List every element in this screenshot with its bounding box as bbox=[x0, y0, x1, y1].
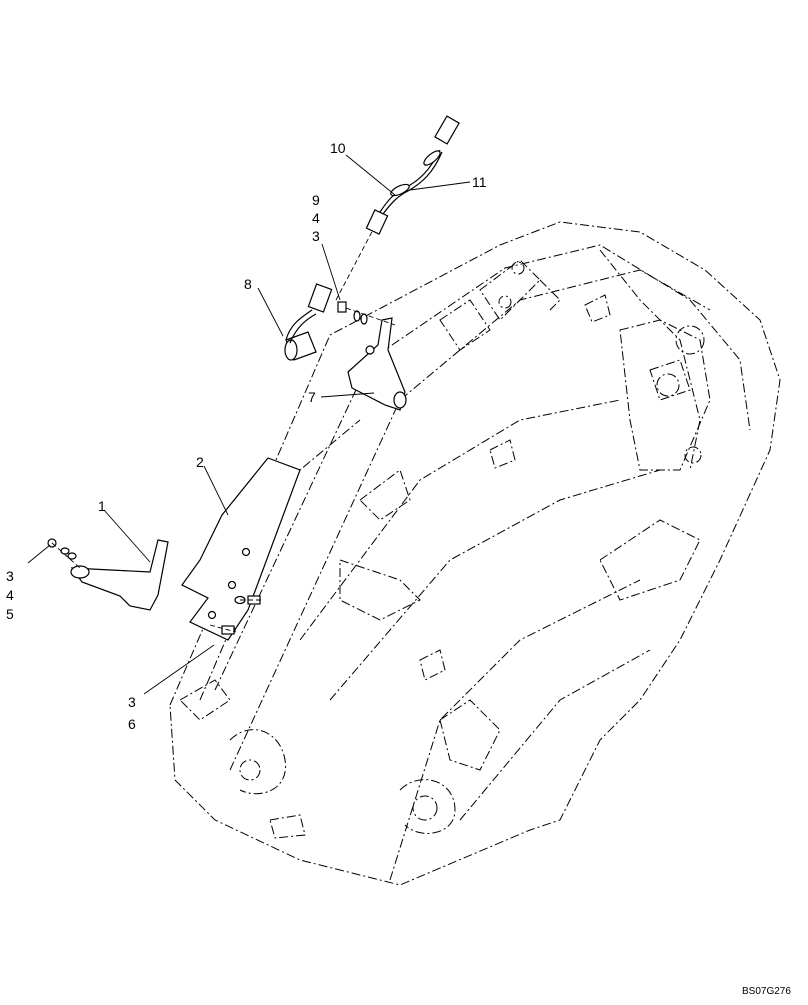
callout-11: 11 bbox=[472, 174, 487, 190]
callout-6-lower: 6 bbox=[128, 716, 136, 732]
wire-harness-10 bbox=[335, 115, 460, 301]
callout-1: 1 bbox=[98, 498, 106, 514]
hardware-sensor-screw bbox=[337, 301, 396, 326]
callout-4-left: 4 bbox=[6, 587, 14, 603]
leader-lines bbox=[27, 154, 471, 695]
callout-2: 2 bbox=[196, 454, 204, 470]
callout-3-lower: 3 bbox=[128, 694, 136, 710]
callout-5-left: 5 bbox=[6, 606, 14, 622]
reference-code: BS07G276 bbox=[742, 986, 791, 997]
sensor-bracket-7 bbox=[347, 317, 407, 411]
callout-9: 9 bbox=[312, 192, 320, 208]
hardware-bolt-left bbox=[47, 538, 81, 569]
hardware-bolts-lower bbox=[209, 595, 262, 635]
plate-bracket-2 bbox=[181, 457, 301, 641]
callout-4-upper: 4 bbox=[312, 210, 320, 226]
callout-10: 10 bbox=[330, 140, 346, 156]
callout-3-upper: 3 bbox=[312, 228, 320, 244]
sensor-8 bbox=[284, 283, 333, 361]
arm-bracket-1 bbox=[70, 539, 169, 611]
callout-8: 8 bbox=[244, 276, 252, 292]
callout-3-left: 3 bbox=[6, 568, 14, 584]
callout-7: 7 bbox=[308, 389, 316, 405]
